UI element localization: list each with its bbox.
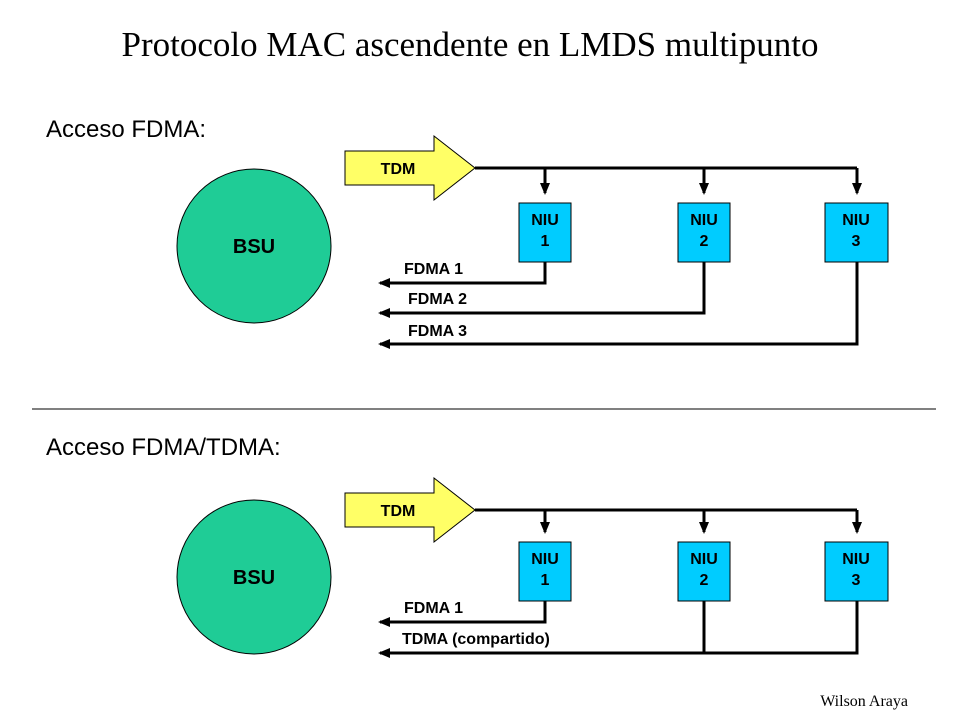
uplink-label: FDMA 3 <box>408 323 467 340</box>
section-heading: Acceso FDMA/TDMA: <box>46 434 281 461</box>
section-heading: Acceso FDMA: <box>46 116 206 143</box>
niu-label: NIU <box>842 212 870 229</box>
page-title: Protocolo MAC ascendente en LMDS multipu… <box>121 25 818 64</box>
bsu-node: BSU <box>176 168 332 324</box>
downlink-bus <box>475 508 862 534</box>
bsu-label: BSU <box>233 567 275 589</box>
uplink-channel: FDMA 2 <box>378 262 706 318</box>
niu-number: 1 <box>541 572 550 589</box>
tdm-label: TDM <box>381 503 416 520</box>
uplink-channel-shared: TDMA (compartido) <box>378 601 859 658</box>
niu-label: NIU <box>531 551 559 568</box>
bsu-label: BSU <box>233 236 275 258</box>
uplink-line <box>378 601 859 658</box>
niu-label: NIU <box>690 212 718 229</box>
niu-box: NIU 2 <box>677 202 731 263</box>
niu-number: 3 <box>852 572 861 589</box>
uplink-channel: FDMA 1 <box>378 261 547 288</box>
uplink-label: TDMA (compartido) <box>402 631 550 648</box>
bsu-node: BSU <box>176 499 332 655</box>
niu-number: 2 <box>700 572 709 589</box>
bsu-circle <box>176 499 332 655</box>
niu-number: 2 <box>700 233 709 250</box>
bsu-circle <box>176 168 332 324</box>
niu-box: NIU 3 <box>824 202 889 263</box>
niu-box: NIU 3 <box>824 541 889 602</box>
uplink-label: FDMA 1 <box>404 600 463 617</box>
tdm-label: TDM <box>381 161 416 178</box>
uplink-channel: FDMA 1 <box>378 600 547 627</box>
niu-number: 1 <box>541 233 550 250</box>
section-fdma: Acceso FDMA: BSU TDM NIU 1 NIU 2 <box>46 116 889 349</box>
niu-label: NIU <box>842 551 870 568</box>
uplink-label: FDMA 2 <box>408 291 467 308</box>
uplink-channel: FDMA 3 <box>378 262 859 349</box>
niu-box: NIU 1 <box>518 202 572 263</box>
niu-label: NIU <box>690 551 718 568</box>
uplink-label: FDMA 1 <box>404 261 463 278</box>
tdm-arrow-shape <box>344 134 476 202</box>
downlink-bus <box>475 166 862 195</box>
tdm-arrow: TDM <box>344 134 476 202</box>
footer-author: Wilson Araya <box>820 693 908 710</box>
niu-number: 3 <box>852 233 861 250</box>
niu-box: NIU 2 <box>677 541 731 602</box>
niu-label: NIU <box>531 212 559 229</box>
tdm-arrow: TDM <box>344 476 476 544</box>
uplink-line <box>378 262 547 288</box>
tdm-arrow-shape <box>344 476 476 544</box>
uplink-line <box>378 262 859 349</box>
section-fdma-tdma: Acceso FDMA/TDMA: BSU TDM NIU 1 NIU 2 <box>46 434 889 658</box>
niu-box: NIU 1 <box>518 541 572 602</box>
uplink-line <box>378 601 547 627</box>
uplink-line <box>378 262 706 318</box>
